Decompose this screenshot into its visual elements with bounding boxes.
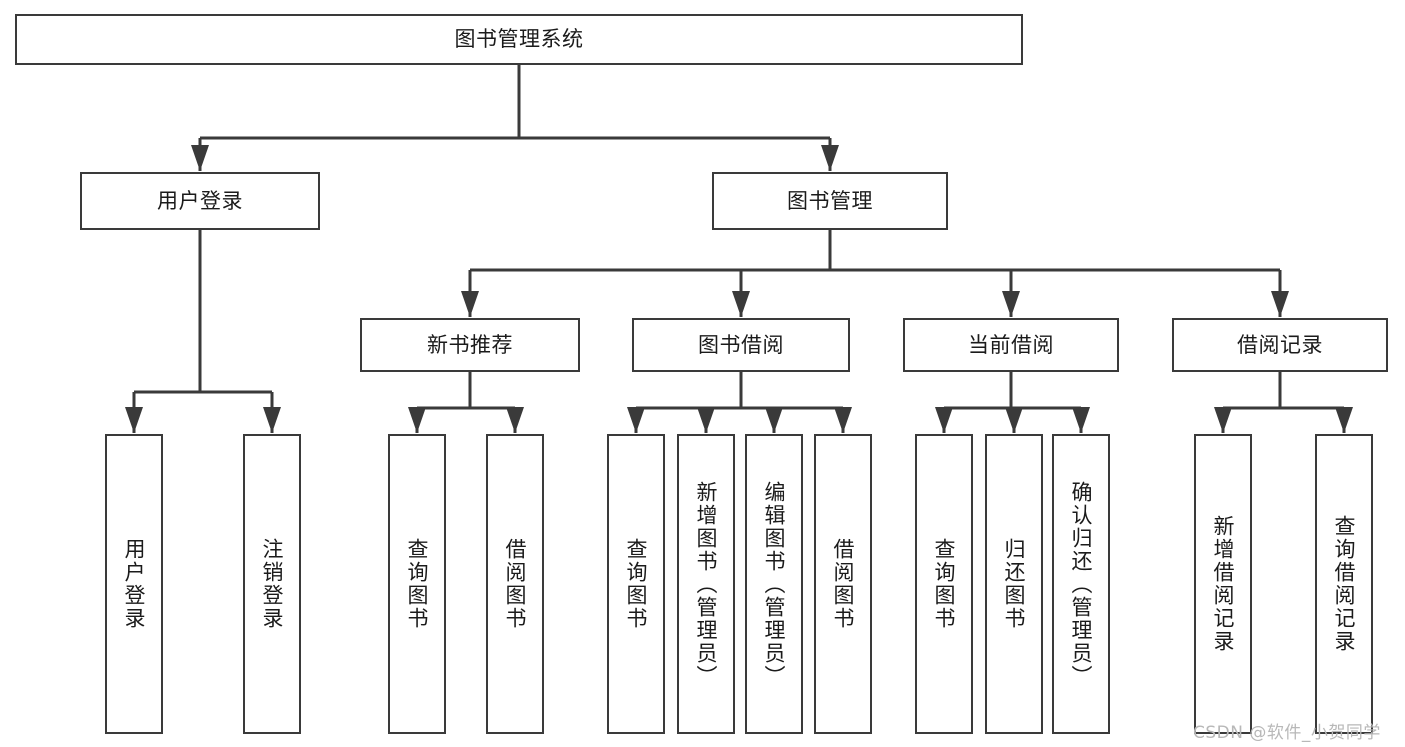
node-label: 确认归还（管理员） bbox=[1069, 480, 1094, 688]
connector-arrowhead bbox=[1214, 407, 1232, 433]
connector-arrowhead bbox=[1072, 407, 1090, 433]
node-label: 查询图书 bbox=[405, 538, 430, 630]
connector-arrowhead bbox=[461, 291, 479, 317]
connector-arrowhead bbox=[935, 407, 953, 433]
node-leaf-edit-book[interactable]: 编辑图书（管理员） bbox=[745, 434, 803, 734]
connector-arrowhead bbox=[125, 407, 143, 433]
node-current-borrow[interactable]: 当前借阅 bbox=[903, 318, 1119, 372]
node-label: 注销登录 bbox=[260, 538, 285, 630]
node-label: 当前借阅 bbox=[968, 332, 1054, 357]
connector-arrowhead bbox=[1005, 407, 1023, 433]
connector-arrowhead bbox=[263, 407, 281, 433]
node-book-manage[interactable]: 图书管理 bbox=[712, 172, 948, 230]
node-leaf-query-2[interactable]: 查询图书 bbox=[607, 434, 665, 734]
node-leaf-return[interactable]: 归还图书 bbox=[985, 434, 1043, 734]
node-leaf-query-rec[interactable]: 查询借阅记录 bbox=[1315, 434, 1373, 734]
node-label: 借阅记录 bbox=[1237, 332, 1323, 357]
node-label: 用户登录 bbox=[157, 188, 243, 213]
node-label: 图书管理系统 bbox=[454, 27, 584, 52]
node-label: 新增借阅记录 bbox=[1211, 515, 1236, 653]
connector-arrowhead bbox=[834, 407, 852, 433]
connector-arrowhead bbox=[506, 407, 524, 433]
connector-arrowhead bbox=[765, 407, 783, 433]
node-user-login[interactable]: 用户登录 bbox=[80, 172, 320, 230]
node-borrow-record[interactable]: 借阅记录 bbox=[1172, 318, 1388, 372]
connector-arrowhead bbox=[1271, 291, 1289, 317]
node-leaf-borrow-1[interactable]: 借阅图书 bbox=[486, 434, 544, 734]
node-leaf-user-login[interactable]: 用户登录 bbox=[105, 434, 163, 734]
node-leaf-add-book[interactable]: 新增图书（管理员） bbox=[677, 434, 735, 734]
node-new-book-rec[interactable]: 新书推荐 bbox=[360, 318, 580, 372]
connector-arrowhead bbox=[1335, 407, 1353, 433]
node-leaf-confirm[interactable]: 确认归还（管理员） bbox=[1052, 434, 1110, 734]
connector-arrowhead bbox=[697, 407, 715, 433]
node-leaf-borrow-2[interactable]: 借阅图书 bbox=[814, 434, 872, 734]
node-label: 借阅图书 bbox=[831, 538, 856, 630]
connector-arrowhead bbox=[191, 145, 209, 171]
node-label: 归还图书 bbox=[1002, 538, 1027, 630]
connector-arrowhead bbox=[408, 407, 426, 433]
node-leaf-add-rec[interactable]: 新增借阅记录 bbox=[1194, 434, 1252, 734]
node-label: 图书借阅 bbox=[698, 332, 784, 357]
node-leaf-query-3[interactable]: 查询图书 bbox=[915, 434, 973, 734]
node-label: 查询借阅记录 bbox=[1332, 515, 1357, 653]
connector-arrowhead bbox=[732, 291, 750, 317]
node-label: 图书管理 bbox=[787, 188, 873, 213]
node-label: 借阅图书 bbox=[503, 538, 528, 630]
connector-arrowhead bbox=[627, 407, 645, 433]
node-leaf-query-1[interactable]: 查询图书 bbox=[388, 434, 446, 734]
node-leaf-logout[interactable]: 注销登录 bbox=[243, 434, 301, 734]
node-root[interactable]: 图书管理系统 bbox=[15, 14, 1023, 65]
node-label: 编辑图书（管理员） bbox=[762, 480, 787, 688]
node-label: 用户登录 bbox=[122, 538, 147, 630]
connector-arrowhead bbox=[821, 145, 839, 171]
node-label: 查询图书 bbox=[624, 538, 649, 630]
node-label: 查询图书 bbox=[932, 538, 957, 630]
connector-arrowhead bbox=[1002, 291, 1020, 317]
node-label: 新书推荐 bbox=[427, 332, 513, 357]
node-label: 新增图书（管理员） bbox=[694, 480, 719, 688]
node-book-borrow[interactable]: 图书借阅 bbox=[632, 318, 850, 372]
